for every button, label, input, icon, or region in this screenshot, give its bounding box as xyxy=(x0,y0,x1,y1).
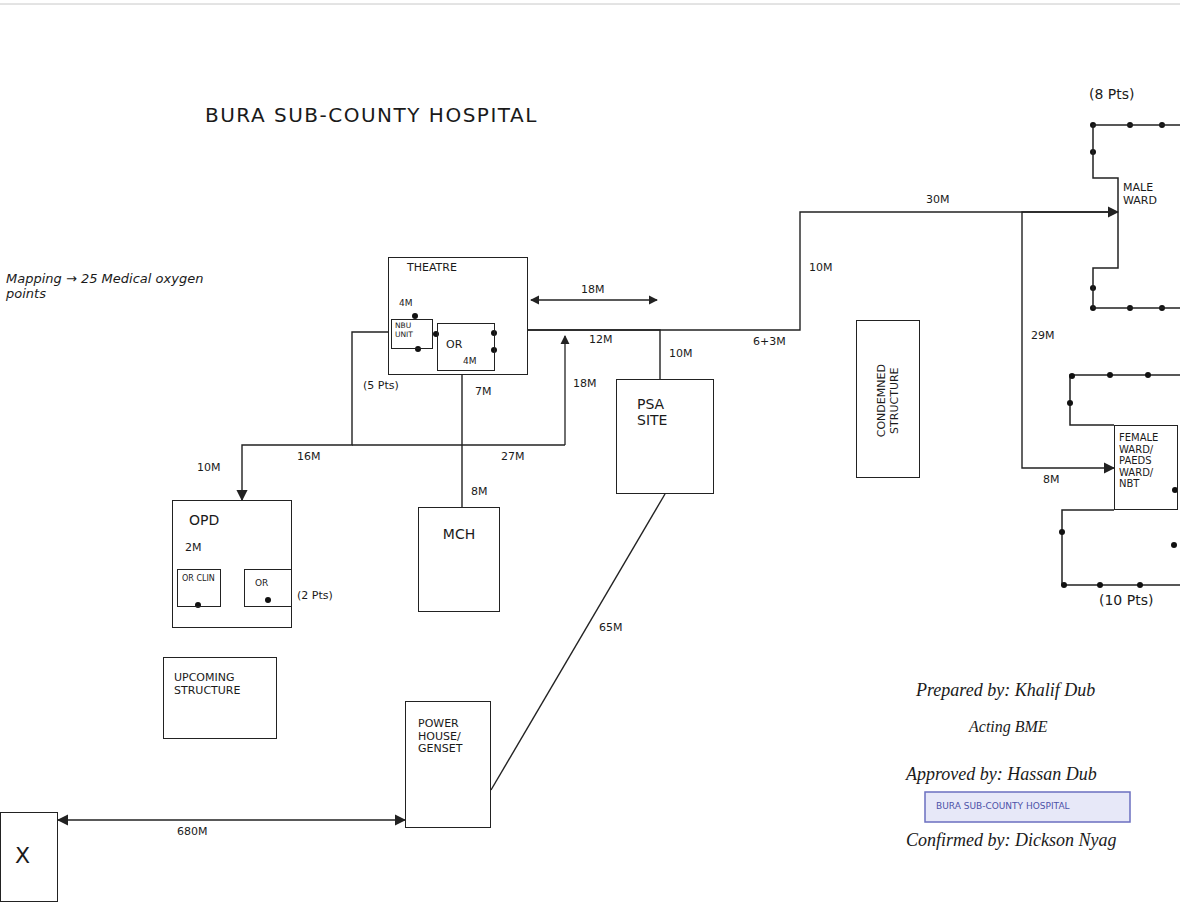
building-box: MCH xyxy=(418,507,500,612)
building-box: FEMALE WARD/ PAEDS WARD/ NBT xyxy=(1114,425,1178,510)
oxygen-point xyxy=(1171,542,1177,548)
ward-outline-box: MALE WARD xyxy=(1093,122,1180,310)
map-annotation: (5 Pts) xyxy=(362,380,400,393)
map-title: BURA SUB-COUNTY HOSPITAL xyxy=(205,103,538,127)
oxygen-pipe xyxy=(242,332,388,500)
dimension-line xyxy=(531,299,657,300)
pipe-length: 30M xyxy=(925,194,951,207)
oxygen-point xyxy=(1067,400,1073,406)
building-box: OR CLIN xyxy=(177,569,221,607)
oxygen-point xyxy=(265,597,271,603)
building-name: MCH xyxy=(423,526,495,542)
building-name: NBU UNIT xyxy=(395,322,430,339)
map-annotation: 18M xyxy=(572,378,598,391)
ward-outline xyxy=(1062,510,1180,585)
building-name: X xyxy=(15,843,53,868)
oxygen-point xyxy=(195,602,201,608)
building-name: OR xyxy=(446,339,490,352)
map-annotation: 18M xyxy=(580,284,606,297)
signature-note: Confirmed by: Dickson Nyag xyxy=(905,830,1117,851)
oxygen-pipe xyxy=(1022,212,1118,468)
oxygen-point xyxy=(491,330,497,336)
oxygen-point xyxy=(491,347,497,353)
building-name: OR xyxy=(255,578,289,588)
building-box: PSA SITE xyxy=(616,379,714,494)
building-box: NBU UNIT xyxy=(391,319,433,349)
building-name: FEMALE WARD/ PAEDS WARD/ NBT xyxy=(1119,432,1175,490)
pipe-length: 10M xyxy=(668,348,694,361)
pipe-line xyxy=(352,444,565,445)
pipe-length: 680M xyxy=(176,826,209,839)
pipe-line xyxy=(564,336,565,445)
map-annotation: 2M xyxy=(184,542,203,555)
building-name: MALE WARD xyxy=(1123,182,1178,207)
oxygen-point xyxy=(1137,582,1143,588)
map-annotation: (2 Pts) xyxy=(296,590,334,603)
ward-outline xyxy=(1093,122,1180,310)
building-name: OR CLIN xyxy=(182,574,218,583)
oxygen-pipe xyxy=(528,330,660,379)
pipe-length: 65M xyxy=(598,622,624,635)
oxygen-points xyxy=(195,122,1178,608)
map-annotation: 12M xyxy=(588,334,614,347)
map-annotation: Mapping → 25 Medical oxygen points xyxy=(5,272,222,302)
pipe-length: 8M xyxy=(470,486,489,499)
map-annotation: 10M xyxy=(808,262,834,275)
oxygen-point xyxy=(1059,529,1065,535)
building-box: CONDEMNED STRUCTURE xyxy=(856,320,920,478)
oxygen-pipe xyxy=(58,819,405,820)
map-annotation: 7M xyxy=(474,386,493,399)
oxygen-pipe xyxy=(491,494,665,790)
official-stamp xyxy=(925,792,1130,822)
building-box: POWER HOUSE/ GENSET xyxy=(405,701,491,828)
map-annotation: 4M xyxy=(462,356,478,366)
oxygen-point xyxy=(1145,372,1151,378)
map-annotation: 10M xyxy=(196,462,222,475)
signature-note: Approved by: Hassan Dub xyxy=(905,764,1098,785)
map-annotation: (8 Pts) xyxy=(1088,86,1136,102)
building-box: OPD OR CLIN OR xyxy=(172,500,292,628)
oxygen-point xyxy=(415,346,421,352)
ward-outline xyxy=(1070,375,1180,425)
building-name: OPD xyxy=(189,512,287,528)
map-annotation: 27M xyxy=(500,451,526,464)
building-box: OR xyxy=(244,569,292,607)
building-name: POWER HOUSE/ GENSET xyxy=(418,718,486,756)
oxygen-point xyxy=(1069,373,1075,379)
oxygen-point xyxy=(433,331,439,337)
signature-note: Prepared by: Khalif Dub xyxy=(915,680,1096,701)
map-annotation: (10 Pts) xyxy=(1098,592,1154,608)
oxygen-point xyxy=(1061,582,1067,588)
building-box: UPCOMING STRUCTURE xyxy=(163,657,277,739)
pipe-length: 16M xyxy=(296,451,322,464)
building-name: UPCOMING STRUCTURE xyxy=(174,672,270,697)
building-name: THEATRE xyxy=(407,262,523,275)
oxygen-point xyxy=(1097,582,1103,588)
pipe-length: 29M xyxy=(1030,330,1056,343)
map-annotation: 8M xyxy=(1042,474,1061,487)
map-annotation: 6+3M xyxy=(752,336,787,349)
ward-outline-line xyxy=(1093,125,1180,308)
oxygen-pipe xyxy=(528,212,1118,330)
oxygen-pipe xyxy=(461,375,462,507)
oxygen-point xyxy=(1107,372,1113,378)
building-box: X xyxy=(0,812,58,902)
signature-note: Acting BME xyxy=(968,718,1049,736)
map-annotation: 4M xyxy=(398,298,414,308)
signature-note: BURA SUB-COUNTY HOSPITAL xyxy=(935,801,1071,811)
building-box: THEATRE NBU UNIT OR xyxy=(388,257,528,375)
building-name: CONDEMNED STRUCTURE xyxy=(876,350,901,450)
building-name: PSA SITE xyxy=(637,396,683,428)
page-edge xyxy=(0,4,1180,5)
